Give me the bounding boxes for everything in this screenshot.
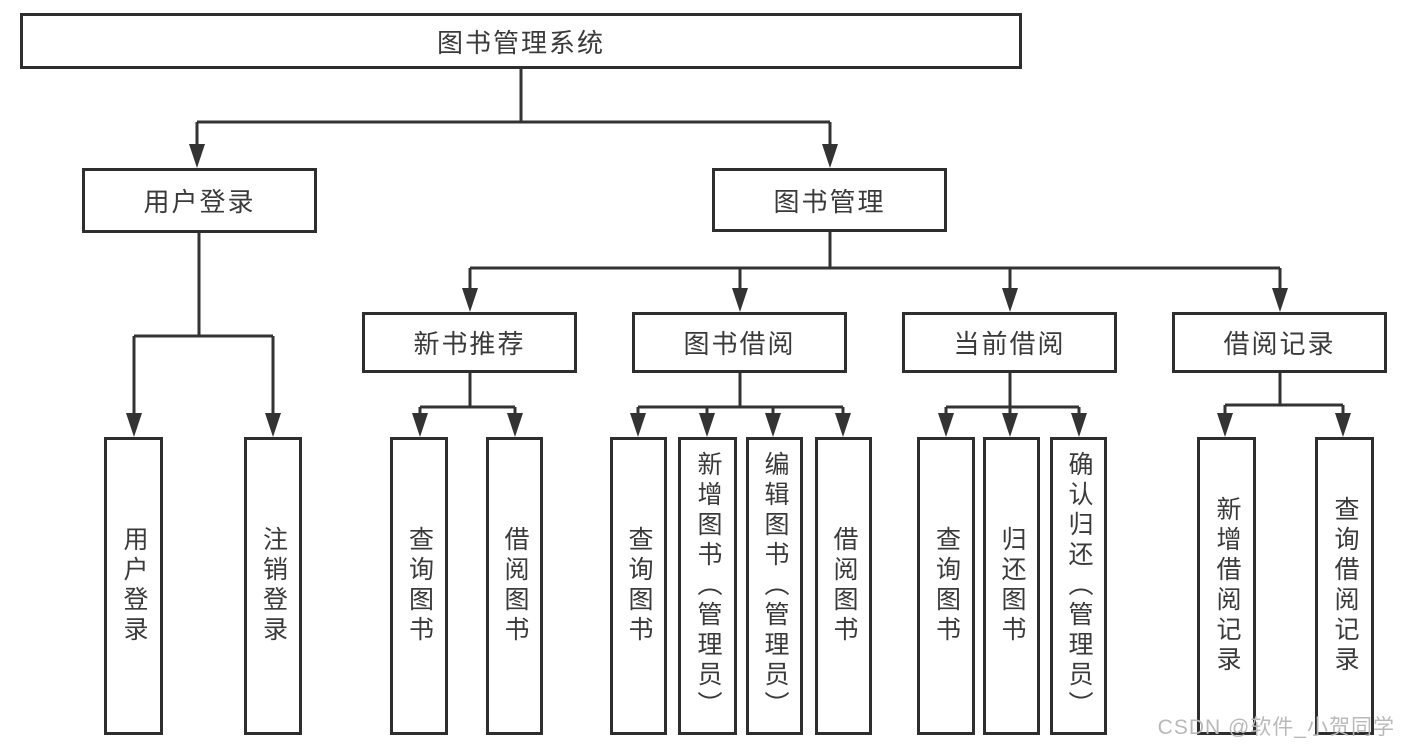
csdn-watermark: CSDN @软件_小贺同学 bbox=[1157, 716, 1395, 739]
arrow-down-icon bbox=[699, 413, 715, 437]
node-borrow-records: 借阅记录 bbox=[1172, 312, 1387, 373]
arrow-down-icon bbox=[765, 413, 781, 437]
node-label: 新增借阅记录 bbox=[1213, 496, 1241, 676]
leaf-borrowing-borrow-books: 借阅图书 bbox=[815, 437, 872, 735]
arrow-down-icon bbox=[1002, 413, 1018, 437]
node-label: 用户登录 bbox=[120, 526, 148, 646]
leaf-logout: 注销登录 bbox=[244, 437, 302, 735]
leaf-query-borrow-record: 查询借阅记录 bbox=[1315, 437, 1374, 735]
node-current-borrowing: 当前借阅 bbox=[902, 312, 1117, 373]
arrow-down-icon bbox=[1217, 413, 1233, 437]
node-label: 编辑图书（管理员） bbox=[761, 451, 789, 721]
arrow-down-icon bbox=[1335, 413, 1351, 437]
leaf-confirm-return-admin: 确认归还（管理员） bbox=[1050, 437, 1107, 735]
node-book-borrowing: 图书借阅 bbox=[632, 312, 847, 373]
arrow-down-icon bbox=[126, 413, 142, 437]
arrow-down-icon bbox=[732, 288, 748, 312]
arrow-down-icon bbox=[630, 413, 646, 437]
arrow-down-icon bbox=[1071, 413, 1087, 437]
node-label: 归还图书 bbox=[998, 526, 1026, 646]
node-label: 新增图书（管理员） bbox=[694, 451, 722, 721]
node-label: 查询借阅记录 bbox=[1331, 496, 1359, 676]
node-label: 借阅记录 bbox=[1223, 329, 1336, 359]
node-user-login: 用户登录 bbox=[82, 168, 317, 233]
node-label: 用户登录 bbox=[143, 187, 256, 217]
arrow-down-icon bbox=[822, 144, 838, 168]
arrow-down-icon bbox=[412, 413, 428, 437]
leaf-borrowing-query-books: 查询图书 bbox=[610, 437, 667, 735]
leaf-current-query-books: 查询图书 bbox=[917, 437, 975, 735]
node-book-management: 图书管理 bbox=[712, 168, 947, 232]
node-root-library-system: 图书管理系统 bbox=[20, 13, 1022, 69]
node-label: 借阅图书 bbox=[830, 526, 858, 646]
leaf-recommend-query-books: 查询图书 bbox=[390, 437, 448, 735]
node-label: 图书管理 bbox=[773, 186, 886, 217]
arrow-down-icon bbox=[1002, 288, 1018, 312]
arrow-down-icon bbox=[265, 413, 281, 437]
node-label: 借阅图书 bbox=[501, 526, 529, 646]
leaf-return-books: 归还图书 bbox=[983, 437, 1040, 735]
leaf-edit-books-admin: 编辑图书（管理员） bbox=[746, 437, 803, 735]
leaf-add-books-admin: 新增图书（管理员） bbox=[678, 437, 737, 735]
node-label: 当前借阅 bbox=[953, 329, 1066, 359]
node-label: 新书推荐 bbox=[413, 329, 526, 359]
node-label: 注销登录 bbox=[259, 526, 288, 646]
arrow-down-icon bbox=[462, 288, 478, 312]
arrow-down-icon bbox=[938, 413, 954, 437]
arrowheads bbox=[126, 144, 1351, 437]
node-label: 确认归还（管理员） bbox=[1065, 451, 1093, 721]
arrow-down-icon bbox=[835, 413, 851, 437]
arrow-down-icon bbox=[1272, 288, 1288, 312]
node-label: 图书借阅 bbox=[683, 329, 796, 359]
leaf-user-login: 用户登录 bbox=[104, 437, 163, 735]
node-label: 查询图书 bbox=[405, 526, 434, 646]
leaf-recommend-borrow-books: 借阅图书 bbox=[486, 437, 543, 735]
arrow-down-icon bbox=[189, 144, 205, 168]
node-new-book-recommend: 新书推荐 bbox=[362, 312, 577, 373]
tree-edges bbox=[132, 69, 1345, 417]
leaf-add-borrow-record: 新增借阅记录 bbox=[1197, 437, 1256, 735]
node-label: 图书管理系统 bbox=[436, 27, 605, 58]
node-label: 查询图书 bbox=[625, 526, 653, 646]
arrow-down-icon bbox=[507, 413, 523, 437]
node-label: 查询图书 bbox=[932, 526, 961, 646]
